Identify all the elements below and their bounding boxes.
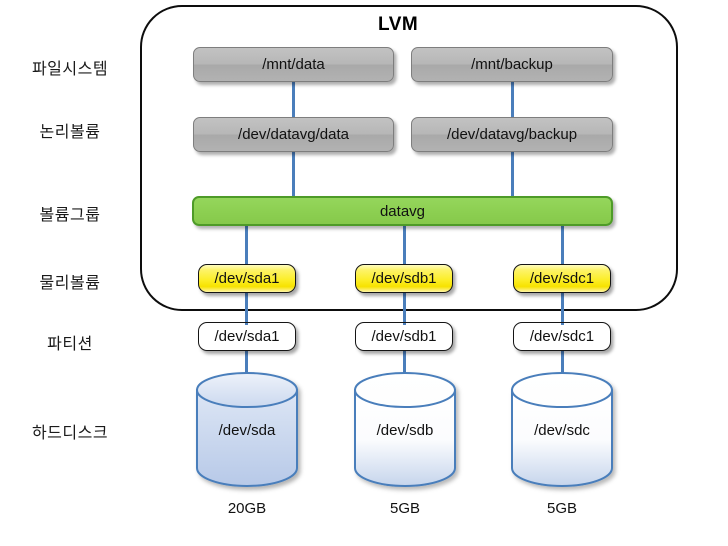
cylinder-shape-sda [196,372,298,487]
logical-volume-box-backup[interactable]: /dev/datavg/backup [411,117,613,152]
lvm-boundary-box [140,5,678,311]
row-label-partition: 파티션 [47,336,93,353]
filesystem-box-mnt-data[interactable]: /mnt/data [193,47,394,82]
connector-vg-to-pv-sda1 [245,224,248,268]
connector-part-sda1-to-disk-sda [245,350,248,382]
disk-size-sda: 20GB [227,500,267,517]
disk-cylinder-sdc[interactable]: /dev/sdc [510,372,614,487]
connector-part-sdb1-to-disk-sdb [403,350,406,382]
partition-box-sdc1[interactable]: /dev/sdc1 [513,322,611,351]
filesystem-box-mnt-backup[interactable]: /mnt/backup [411,47,613,82]
disk-size-sdc: 5GB [546,500,577,517]
connector-vg-to-pv-sdc1 [561,224,564,268]
connector-part-sdc1-to-disk-sdc [561,350,564,382]
partition-box-sda1[interactable]: /dev/sda1 [198,322,296,351]
partition-box-sdb1[interactable]: /dev/sdb1 [355,322,453,351]
row-label-physical-volume: 물리볼륨 [39,275,101,292]
connector-fs-backup-to-lv-backup [511,82,514,117]
disk-size-sdb: 5GB [389,500,420,517]
physical-volume-box-sdb1[interactable]: /dev/sdb1 [355,264,453,293]
disk-cylinder-sdb[interactable]: /dev/sdb [353,372,457,487]
cylinder-shape-sdc [511,372,613,487]
connector-pv-sdc1-to-part-sdc1 [561,292,564,325]
cylinder-shape-sdb [354,372,456,487]
row-label-logical-volume: 논리볼륨 [39,124,101,141]
connector-lv-backup-to-vg [511,152,514,200]
connector-fs-data-to-lv-data [292,82,295,117]
physical-volume-box-sdc1[interactable]: /dev/sdc1 [513,264,611,293]
logical-volume-box-data[interactable]: /dev/datavg/data [193,117,394,152]
lvm-title: LVM [378,14,419,35]
connector-pv-sdb1-to-part-sdb1 [403,292,406,325]
row-label-volume-group: 볼륨그룹 [39,207,101,224]
connector-vg-to-pv-sdb1 [403,224,406,268]
connector-pv-sda1-to-part-sda1 [245,292,248,325]
volume-group-box-datavg[interactable]: datavg [192,196,613,226]
connector-lv-data-to-vg [292,152,295,200]
physical-volume-box-sda1[interactable]: /dev/sda1 [198,264,296,293]
row-label-hard-disk: 하드디스크 [31,425,109,442]
row-label-filesystem: 파일시스템 [31,61,109,78]
disk-cylinder-sda[interactable]: /dev/sda [195,372,299,487]
